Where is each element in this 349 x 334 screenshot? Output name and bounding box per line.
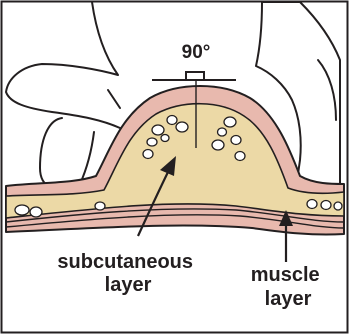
subcutaneous-label-line-2: layer [105, 274, 152, 296]
muscle-label-line-1: muscle [251, 264, 320, 286]
muscle-label-line-2: layer [265, 288, 312, 310]
subcutaneous-label-line-1: subcutaneous [57, 251, 193, 273]
angle-label: 90° [182, 42, 211, 63]
